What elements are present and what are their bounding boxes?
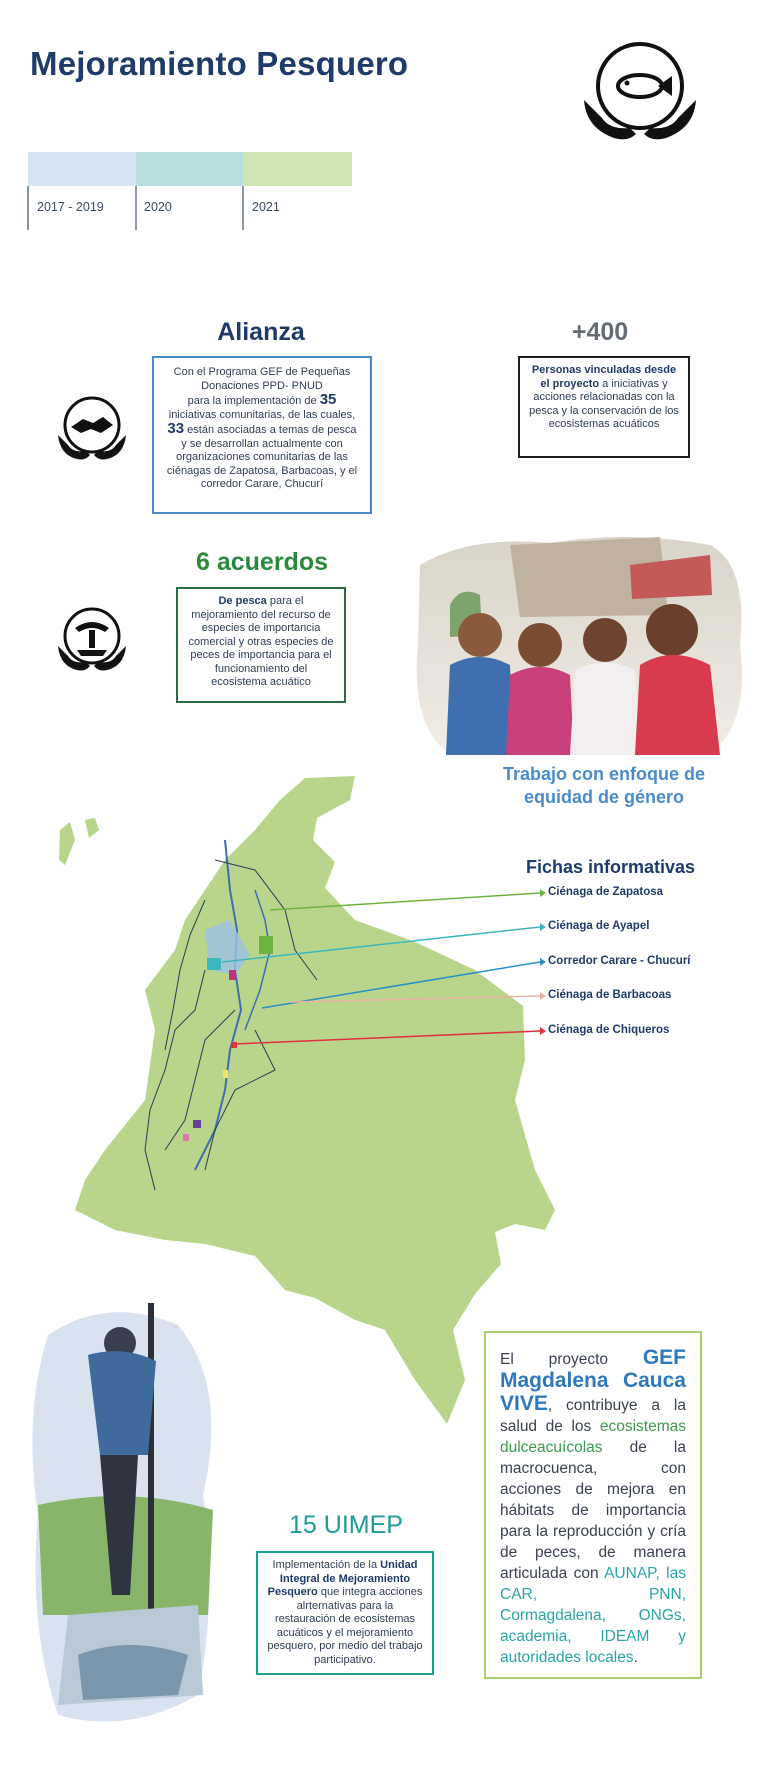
timeline-label-2017: 2017 - 2019: [37, 200, 104, 214]
acuerdos-title: 6 acuerdos: [195, 548, 328, 576]
ficha-link-ayapel[interactable]: Ciénaga de Ayapel: [548, 920, 650, 932]
uimep-box: Implementación de la Unidad Integral de …: [256, 1551, 434, 1675]
timeline-tick: [242, 186, 244, 230]
timeline-label-2020: 2020: [144, 200, 172, 214]
personas-title: +400: [571, 318, 629, 346]
fichas-connectors: [221, 889, 546, 1045]
uimep-bold: Unidad Integral de Mejoramiento Pesquero: [267, 1559, 418, 1598]
acuerdos-box: De pesca para el mejoramiento del recurs…: [176, 587, 346, 703]
fisherman-illustration: [28, 1295, 228, 1735]
uimep-text-1: Implementación de la: [272, 1559, 378, 1571]
gef-project-name: GEF Magdalena Cauca VIVE: [500, 1346, 686, 1415]
timeline-label-2021: 2021: [252, 200, 280, 214]
acuerdos-text: para el mejoramiento del recurso de espe…: [188, 595, 334, 688]
personas-box: Personas vinculadas desde el proyecto a …: [518, 356, 690, 458]
timeline-tick: [27, 186, 29, 230]
gef-text-1: El proyecto: [500, 1351, 609, 1368]
timeline-bar-2020: [136, 152, 243, 186]
ficha-link-barbacoas[interactable]: Ciénaga de Barbacoas: [548, 989, 672, 1001]
uimep-title: 15 UIMEP: [289, 1511, 403, 1539]
gef-text-5: de la macrocuenca, con acciones de mejor…: [500, 1439, 686, 1582]
uimep-text-2: que integra acciones alrternativas para …: [267, 1586, 423, 1666]
gef-ecosistemas: ecosistemas dulceacuícolas: [500, 1418, 686, 1456]
timeline-bar-2017: [28, 152, 136, 186]
alianza-text-4: están asociadas a temas de pesca y se de…: [166, 424, 358, 490]
gef-box: El proyecto GEF Magdalena Cauca VIVE, co…: [484, 1331, 702, 1679]
alianza-text-1: Con el Programa GEF de Pequeñas Donacion…: [173, 366, 351, 392]
fichas-title: Fichas informativas: [526, 857, 696, 877]
handshake-icon: [55, 395, 129, 463]
alianza-box: Con el Programa GEF de Pequeñas Donacion…: [152, 356, 372, 514]
personas-text: a iniciativas y acciones relacionadas co…: [529, 377, 679, 431]
alianza-num-2: 33: [167, 420, 185, 437]
ficha-link-chiqueros[interactable]: Ciénaga de Chiqueros: [548, 1024, 670, 1036]
gef-text-7: .: [633, 1649, 638, 1666]
page-title: Mejoramiento Pesquero: [30, 45, 409, 82]
timeline-tick: [135, 186, 137, 230]
alianza-title: Alianza: [217, 318, 305, 346]
photo-caption: Trabajo con enfoque de equidad de género: [502, 764, 706, 807]
ficha-link-zapatosa[interactable]: Ciénaga de Zapatosa: [548, 886, 664, 898]
gef-text-3: , contribuye a la salud de los: [500, 1397, 686, 1435]
alianza-text-3: iniciativas comunitarias, de las cuales,: [168, 408, 356, 421]
women-photo: [410, 525, 750, 763]
fisherman-icon: [55, 606, 129, 674]
colombia-map: [55, 770, 575, 1440]
fish-logo-icon: [580, 38, 700, 148]
timeline-bar-2021: [243, 152, 352, 186]
ficha-link-carare-chucuri[interactable]: Corredor Carare - Chucurí: [548, 955, 691, 967]
acuerdos-bold: De pesca: [218, 595, 267, 607]
alianza-text-2: para la implementación de: [187, 395, 317, 407]
alianza-num-1: 35: [319, 391, 337, 408]
personas-bold: Personas vinculadas desde el proyecto: [531, 364, 677, 390]
gef-partners: AUNAP, las CAR, PNN, Cormagdalena, ONGs,…: [500, 1565, 686, 1666]
